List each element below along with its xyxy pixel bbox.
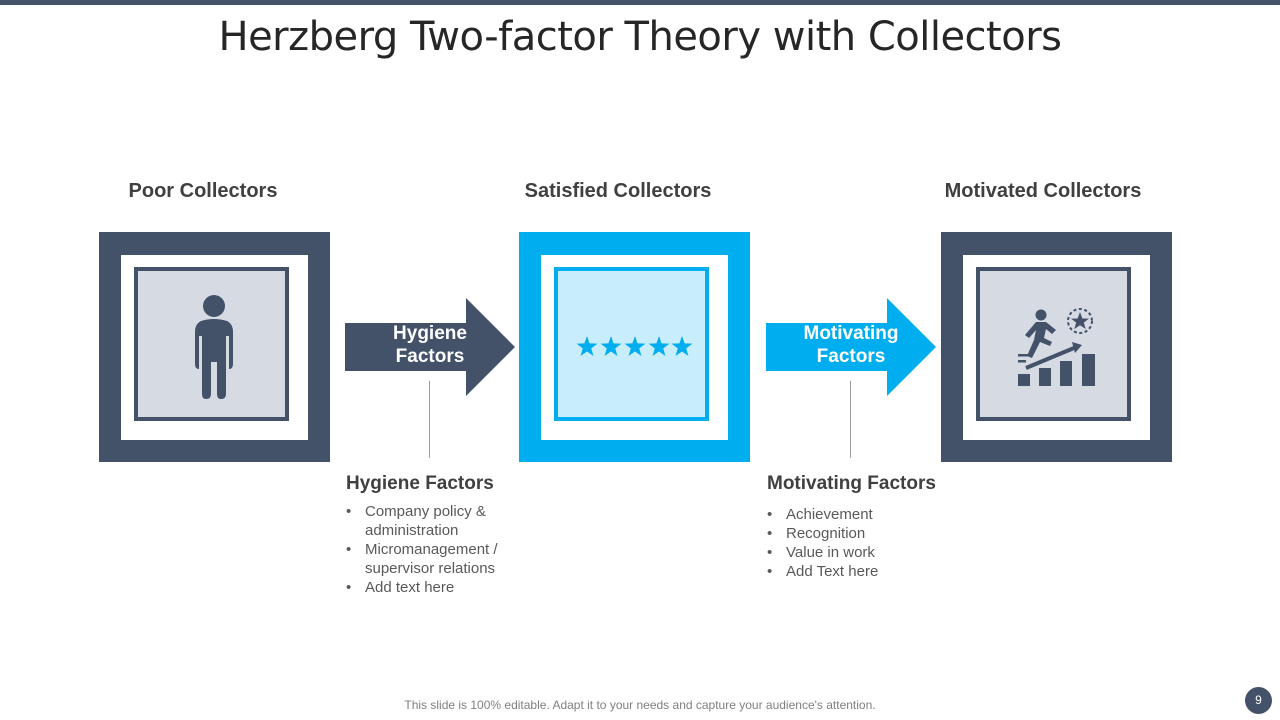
hygiene-factors-list: Company policy & administration Microman… bbox=[346, 502, 526, 597]
five-stars-icon bbox=[576, 336, 693, 356]
list-item: Micromanagement / supervisor relations bbox=[346, 540, 526, 578]
hygiene-factors-heading: Hygiene Factors bbox=[346, 473, 494, 494]
hygiene-arrow-label-line2: Factors bbox=[395, 346, 465, 367]
hygiene-factors-arrow: Hygiene Factors bbox=[345, 298, 515, 396]
motivating-factors-heading: Motivating Factors bbox=[767, 473, 936, 494]
satisfied-collectors-frame bbox=[519, 232, 750, 462]
climbing-growth-chart-icon bbox=[1018, 308, 1095, 386]
top-accent-bar bbox=[0, 0, 1280, 5]
stage-label-poor: Poor Collectors bbox=[128, 180, 278, 202]
list-item: Recognition bbox=[767, 524, 947, 543]
list-item: Add text here bbox=[346, 578, 526, 597]
hygiene-arrow-label-line1: Hygiene bbox=[393, 323, 467, 344]
page-number-badge: 9 bbox=[1245, 687, 1272, 714]
motivated-collectors-frame bbox=[941, 232, 1172, 462]
motivating-arrow-label-line1: Motivating bbox=[803, 323, 899, 344]
list-item: Value in work bbox=[767, 543, 947, 562]
person-standing-icon bbox=[195, 295, 233, 399]
stage-label-satisfied: Satisfied Collectors bbox=[524, 180, 712, 202]
list-item: Company policy & administration bbox=[346, 502, 526, 540]
list-item: Achievement bbox=[767, 505, 947, 524]
motivating-factors-list: Achievement Recognition Value in work Ad… bbox=[767, 505, 947, 581]
motivating-factors-arrow: Motivating Factors bbox=[766, 298, 936, 396]
slide-title: Herzberg Two-factor Theory with Collecto… bbox=[218, 14, 1062, 60]
motivating-connector-line bbox=[850, 381, 851, 458]
hygiene-connector-line bbox=[429, 381, 430, 458]
list-item: Add Text here bbox=[767, 562, 947, 581]
stage-label-motivated: Motivated Collectors bbox=[944, 180, 1142, 202]
motivating-arrow-label-line2: Factors bbox=[816, 346, 886, 367]
footer-note: This slide is 100% editable. Adapt it to… bbox=[404, 698, 876, 712]
poor-collectors-frame bbox=[99, 232, 330, 462]
